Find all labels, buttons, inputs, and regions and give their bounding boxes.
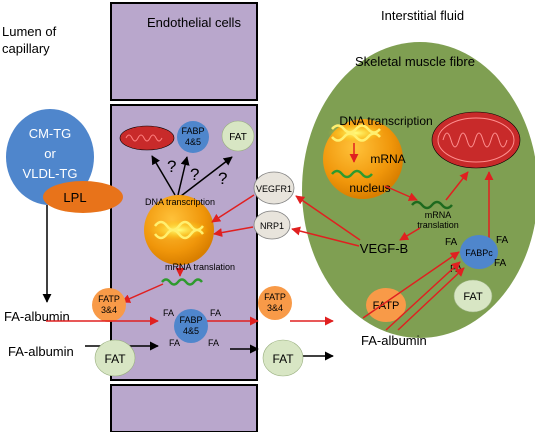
endothelial-cells-label: Endothelial cells bbox=[147, 15, 241, 30]
fat-top-label: FAT bbox=[229, 132, 247, 143]
mitochondrion-muscle-membrane bbox=[437, 117, 515, 163]
arrow-vegfr1-to-nucleus bbox=[211, 194, 255, 223]
vegfr1-receptor bbox=[253, 171, 295, 205]
endothelial-mrna-icon bbox=[161, 278, 203, 286]
arrow-nucleus-to-translation bbox=[384, 185, 418, 201]
fatp-muscle-label: FATP bbox=[373, 300, 400, 312]
muscle-mrna-label: mRNA bbox=[370, 152, 405, 166]
arrow-vegfb-to-vegfr1 bbox=[295, 195, 361, 241]
fa-label-fabpc-tr: FA bbox=[496, 235, 509, 246]
question-mark-1: ? bbox=[167, 157, 176, 176]
fa-label-mid-tr: FA bbox=[210, 308, 221, 318]
fabpc-protein bbox=[460, 235, 498, 269]
arrow-fa-albumin-to-fabpc-1 bbox=[385, 261, 461, 331]
fabp-top-line2: 4&5 bbox=[185, 137, 201, 147]
fat-top bbox=[221, 120, 255, 152]
arrow-translation-to-mito bbox=[445, 171, 469, 201]
fat-endothelial-right bbox=[262, 339, 304, 377]
fa-albumin-left-bottom: FA-albumin bbox=[8, 344, 74, 359]
muscle-mrna-translation-line1: mRNA bbox=[425, 210, 452, 220]
arrow-fa-albumin-to-fabpc-2 bbox=[397, 267, 465, 331]
muscle-mrna-icon-inner bbox=[331, 169, 373, 179]
interstitial-fluid-label: Interstitial fluid bbox=[381, 8, 464, 23]
fabp-top bbox=[177, 121, 209, 153]
or-label: or bbox=[44, 146, 56, 161]
fat-muscle bbox=[453, 279, 493, 313]
endothelial-cell-top bbox=[110, 2, 258, 101]
fat-endothelial-left bbox=[94, 339, 136, 377]
fat-right-label: FAT bbox=[272, 352, 294, 366]
fa-label-fabpc-tl: FA bbox=[445, 237, 458, 248]
fatp-endothelial-left bbox=[92, 288, 126, 322]
lpl-label: LPL bbox=[63, 190, 86, 205]
arrow-fatp-to-fabpc bbox=[362, 251, 460, 319]
fabp-mid-line1: FABP bbox=[179, 315, 202, 325]
skeletal-muscle-fibre-label: Skeletal muscle fibre bbox=[355, 54, 475, 69]
mitochondrion-endothelial bbox=[119, 125, 175, 151]
endothelial-dna-glow bbox=[149, 220, 209, 240]
vegf-b-label: VEGF-B bbox=[360, 241, 408, 256]
arrow-q-mito bbox=[151, 155, 176, 196]
fa-albumin-right: FA-albumin bbox=[361, 333, 427, 348]
muscle-mrna-icon bbox=[411, 200, 453, 210]
muscle-dna-icon bbox=[331, 124, 381, 142]
nrp1-label: NRP1 bbox=[260, 221, 284, 231]
fabp-mid-line2: 4&5 bbox=[183, 326, 199, 336]
fatp-left-line2: 3&4 bbox=[101, 305, 117, 315]
fa-label-fabpc-br: FA bbox=[494, 258, 507, 269]
muscle-dna-transcription: DNA transcription bbox=[339, 114, 432, 128]
lipoprotein-particle bbox=[6, 109, 94, 205]
cm-tg-label: CM-TG bbox=[29, 126, 72, 141]
endothelial-cell-bottom bbox=[110, 384, 258, 432]
skeletal-muscle-fibre bbox=[302, 42, 535, 338]
vegfr1-label: VEGFR1 bbox=[256, 184, 292, 194]
fabp-top-line1: FABP bbox=[181, 126, 204, 136]
fat-left-label: FAT bbox=[104, 352, 126, 366]
mitochondrion-muscle-cristae bbox=[442, 132, 508, 148]
mitochondrion-cristae bbox=[125, 134, 163, 142]
question-mark-3: ? bbox=[218, 169, 227, 188]
lpl-enzyme bbox=[43, 181, 123, 213]
arrow-nrp1-to-nucleus bbox=[213, 226, 254, 237]
arrow-q-fat bbox=[180, 156, 233, 197]
fa-label-mid-bl: FA bbox=[169, 338, 180, 348]
fat-muscle-label: FAT bbox=[463, 291, 483, 303]
fa-label-mid-tl: FA bbox=[163, 308, 174, 318]
fatp-endothelial-right bbox=[258, 286, 292, 320]
vldl-tg-label: VLDL-TG bbox=[23, 166, 78, 181]
muscle-nucleus-label: nucleus bbox=[349, 181, 390, 195]
fatp-left-line1: FATP bbox=[98, 294, 120, 304]
fatp-right-line2: 3&4 bbox=[267, 303, 283, 313]
nrp1-receptor bbox=[253, 210, 291, 240]
lumen-capillary-label: Lumen of capillary bbox=[2, 24, 60, 56]
endothelial-dna-transcription: DNA transcription bbox=[145, 197, 215, 207]
fabp-middle bbox=[174, 309, 208, 343]
lumen-line1: Lumen of bbox=[2, 24, 57, 39]
lumen-line2: capillary bbox=[2, 41, 50, 56]
question-mark-2: ? bbox=[190, 165, 199, 184]
endothelial-mrna-translation: mRNA translation bbox=[165, 262, 235, 272]
fatp-right-line1: FATP bbox=[264, 292, 286, 302]
mitochondrion-muscle bbox=[431, 111, 521, 169]
muscle-mrna-translation-line2: translation bbox=[417, 220, 459, 230]
arrow-vegfb-to-nrp1 bbox=[291, 226, 360, 247]
fatp-muscle bbox=[366, 288, 406, 322]
arrow-mrna-to-fatp bbox=[121, 283, 164, 303]
arrow-q-fabp bbox=[177, 156, 190, 196]
endothelial-dna-icon bbox=[154, 220, 204, 240]
fa-label-mid-br: FA bbox=[208, 338, 219, 348]
arrow-translation-to-vegfb bbox=[399, 227, 421, 241]
fabpc-label: FABPc bbox=[465, 248, 493, 258]
